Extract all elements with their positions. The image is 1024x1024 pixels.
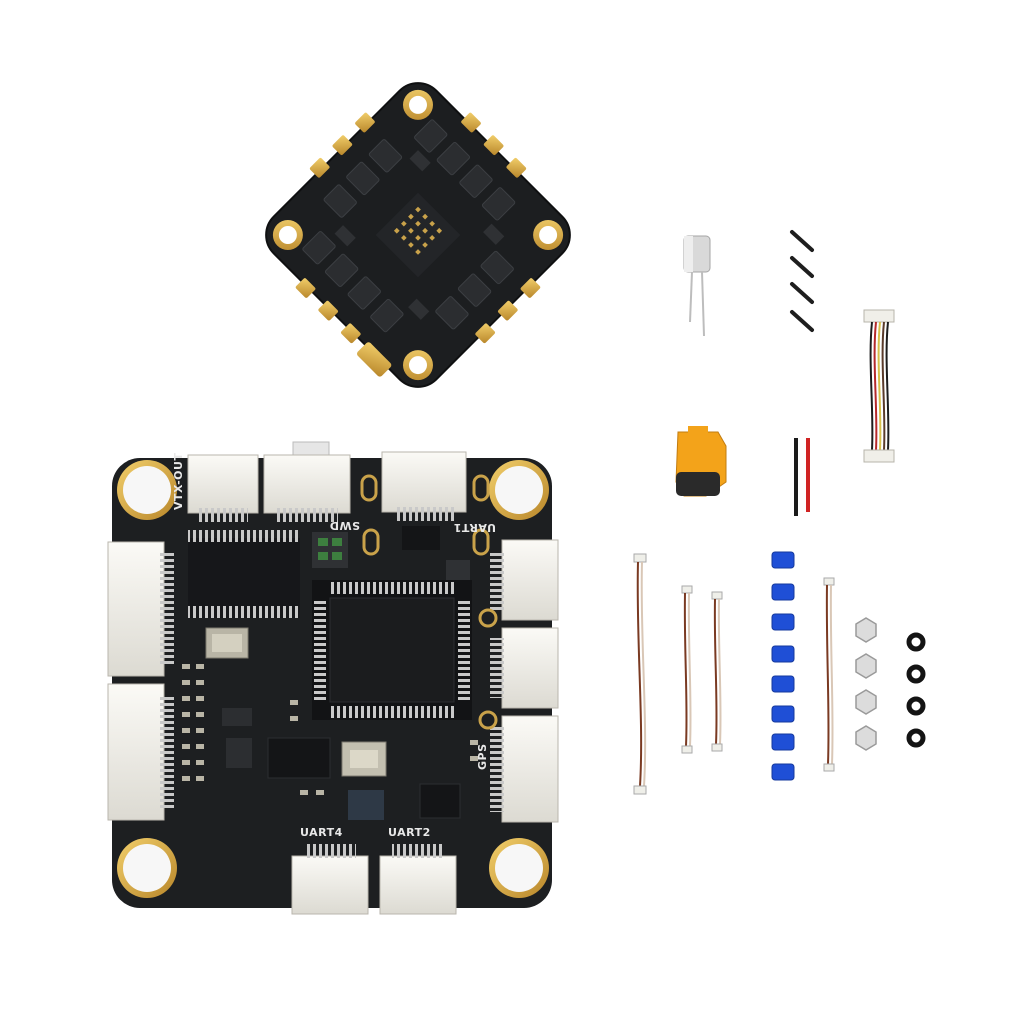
flight-controller-board: VTX-OUT SWD UART1 GPS UART4 UART2 (107, 441, 559, 915)
silk-vtx-out: VTX-OUT (172, 453, 185, 510)
silk-uart1: UART1 (453, 521, 496, 534)
fc-mcu-chip (312, 580, 472, 720)
fc-left-connectors (107, 541, 174, 821)
nut-icon (855, 617, 877, 751)
silk-gps: GPS (476, 743, 489, 770)
silk-uart2: UART2 (388, 826, 431, 839)
cable-icon (633, 553, 647, 795)
silk-uart4: UART4 (300, 826, 343, 839)
cable-icon (823, 577, 835, 772)
power-wire-icon (794, 438, 810, 516)
grommet-icon (771, 551, 795, 781)
esc-board (265, 82, 571, 388)
fc-top-connectors (187, 451, 467, 522)
o-ring-icon (906, 632, 926, 748)
xt60-connector-icon (675, 426, 727, 497)
cable-icon (863, 309, 895, 463)
cable-icon (681, 585, 693, 754)
fc-components (182, 474, 498, 820)
cable-icon (711, 591, 723, 752)
fc-right-connectors (490, 539, 559, 823)
esc-central-components (334, 150, 505, 320)
screw-icon (790, 230, 814, 332)
fc-mounting-holes (117, 460, 549, 898)
esc-mosfets (302, 119, 516, 333)
esc-mounting-holes (272, 89, 564, 381)
fc-bottom-connectors (291, 844, 457, 915)
silk-swd: SWD (329, 519, 360, 532)
fc-osd-chip (188, 530, 300, 618)
capacitor-icon (683, 235, 711, 337)
esc-motor-pads (295, 112, 541, 377)
